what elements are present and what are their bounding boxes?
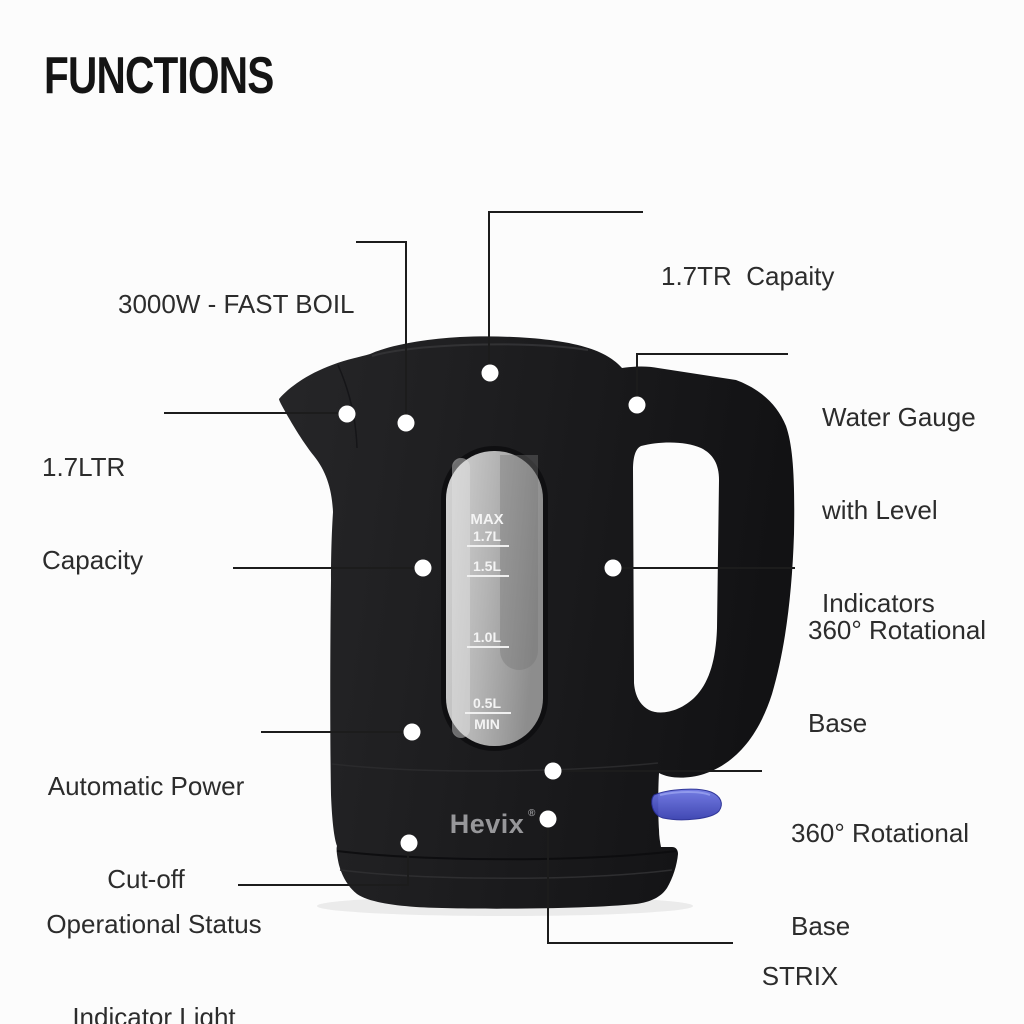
water-gauge-window [441,446,548,751]
callout-dot-rotational-lower [544,762,562,780]
brand-registered-mark: ® [528,808,536,819]
callout-line-status-light [238,843,409,886]
brand-logo: Hevix [450,809,525,839]
callout-lines [164,211,795,944]
gauge-min-label: MIN [474,716,500,732]
callout-label-rotational-base-lower: 360° Rotational Base [791,818,970,941]
callout-line-capacity-top [488,211,643,373]
page-title: FUNCTIONS [44,46,338,106]
callout-label-auto-cutoff: Automatic Power Cut-off [47,771,245,894]
base-seam-lower [339,869,673,879]
callout-dot-rotational-upper [604,559,622,577]
callout-dot-fast-boil [397,414,415,432]
callout-label-fast-boil: 3000W - FAST BOIL [118,289,355,319]
gauge-0-5l-label: 0.5L [473,695,501,711]
callout-dot-capacity-left [338,405,356,423]
callout-label-capacity-left: 1.7LTR Capacity [42,452,144,575]
water-gauge-markings: MAX 1.7L 1.5L 1.0L 0.5L MIN [465,511,511,732]
callout-dot-water-gauge [628,396,646,414]
callout-label-status-light: Operational Status Indicator Light switc… [46,909,262,1024]
callout-dot-unlabeled [414,559,432,577]
callout-line-fast-boil [356,241,407,423]
callout-label-water-gauge: Water Gauge with Level Indicators [822,402,976,618]
callout-label-capacity-top: 1.7TR Capaity [661,261,835,291]
callout-label-strix: STRIX Controller [761,961,839,991]
callout-dot-status-light [400,834,418,852]
callout-line-strix [547,819,733,944]
callout-line-water-gauge [636,353,788,405]
gauge-1-0l-label: 1.0L [473,629,501,645]
page-title-text: FUNCTIONS [44,47,274,105]
gauge-1-5l-label: 1.5L [473,558,501,574]
callout-dot-auto-cutoff [403,723,421,741]
body-seam [331,762,659,772]
callout-dots [338,364,646,852]
gauge-1-7l-label: 1.7L [473,528,501,544]
base-seam-upper [336,850,678,861]
lid-seam [371,343,589,357]
strix-lever [651,788,722,821]
gauge-max-label: MAX [470,511,503,528]
callout-dot-strix [539,810,557,828]
callout-dot-capacity-top [481,364,499,382]
spout-seam [337,364,358,449]
callout-label-rotational-base-upper: 360° Rotational Base [808,615,987,738]
